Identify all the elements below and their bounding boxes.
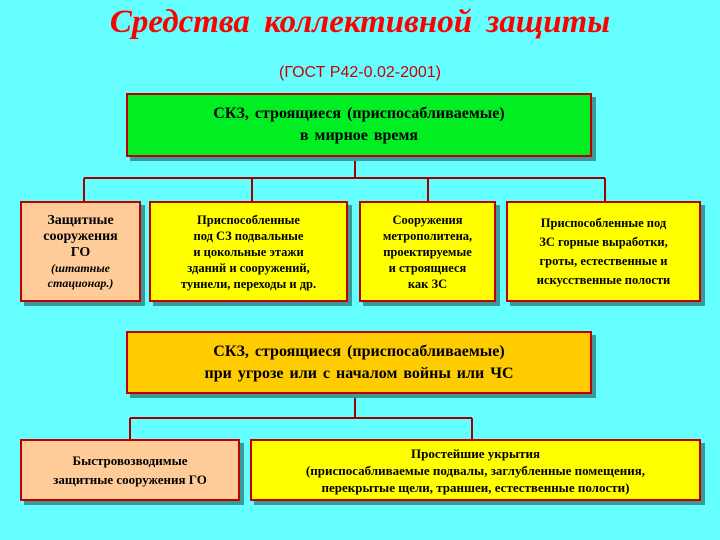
- page-title: Средства коллективной защиты: [109, 4, 611, 40]
- civil-defense-shelters-box: Защитные сооружения ГО (штатные стациона…: [20, 201, 141, 302]
- adapted-basements-box: Приспособленные под СЗ подвальные и цоко…: [149, 201, 348, 302]
- wartime-shelters-box: СКЗ, строящиеся (приспосабливаемые) при …: [126, 331, 592, 394]
- peacetime-shelters-box: СКЗ, строящиеся (приспосабливаемые) в ми…: [126, 93, 592, 157]
- simple-shelters-box: Простейшие укрытия (приспосабливаемые по…: [250, 439, 701, 501]
- peacetime-box-line1: СКЗ, строящиеся (приспосабливаемые): [213, 105, 505, 122]
- peacetime-box-line2: в мирное время: [299, 127, 419, 144]
- wartime-box-line1: СКЗ, строящиеся (приспосабливаемые): [213, 342, 505, 360]
- page-subtitle: (ГОСТ Р42-0.02-2001): [279, 64, 441, 81]
- mine-workings-box: Приспособленные под ЗС горные выработки,…: [506, 201, 701, 302]
- rapid-shelters-box: Быстровозводимые защитные сооружения ГО: [20, 439, 240, 501]
- metro-structures-box: Сооружения метрополитена, проектируемые …: [359, 201, 496, 302]
- wartime-box-line2: при угрозе или с началом войны или ЧС: [204, 364, 514, 382]
